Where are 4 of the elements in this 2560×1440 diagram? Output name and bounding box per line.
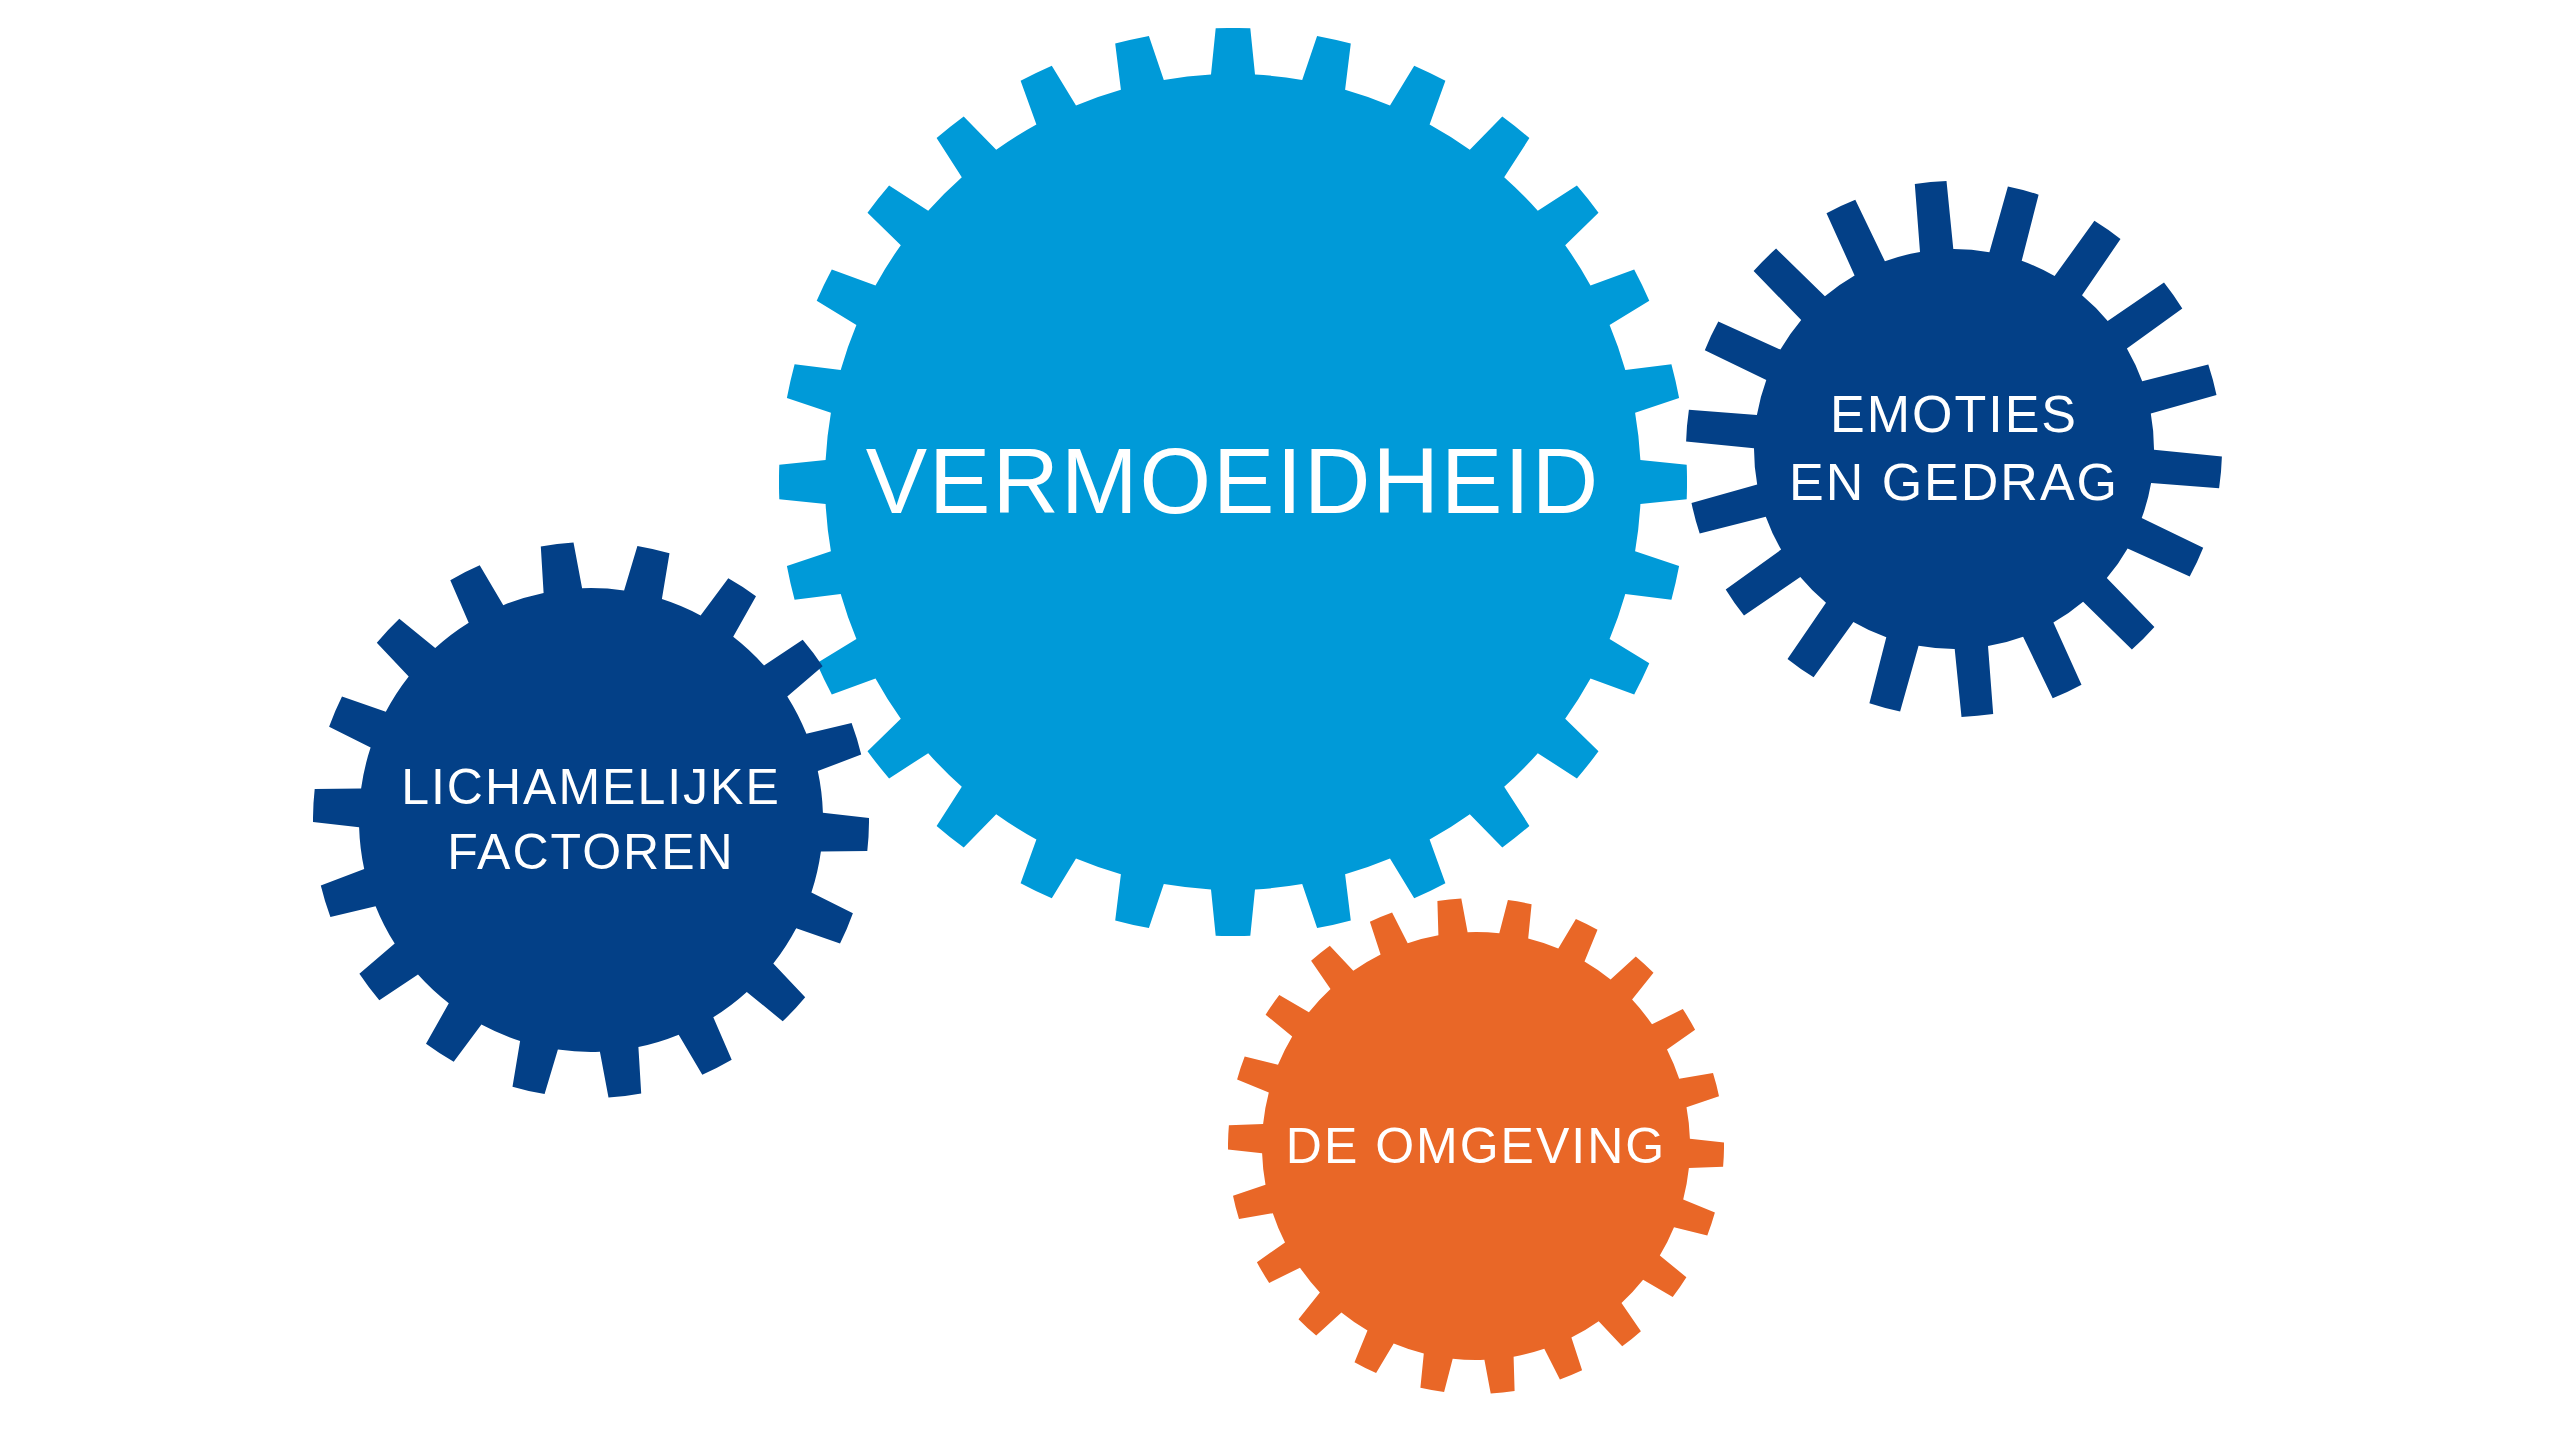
gear-label: VERMOEIDHEID [864, 429, 1602, 535]
gear-label: EMOTIES EN GEDRAG [1787, 384, 2121, 513]
gear-label: LICHAMELIJKE FACTOREN [400, 758, 782, 882]
gear-label: DE OMGEVING [1284, 1116, 1668, 1176]
